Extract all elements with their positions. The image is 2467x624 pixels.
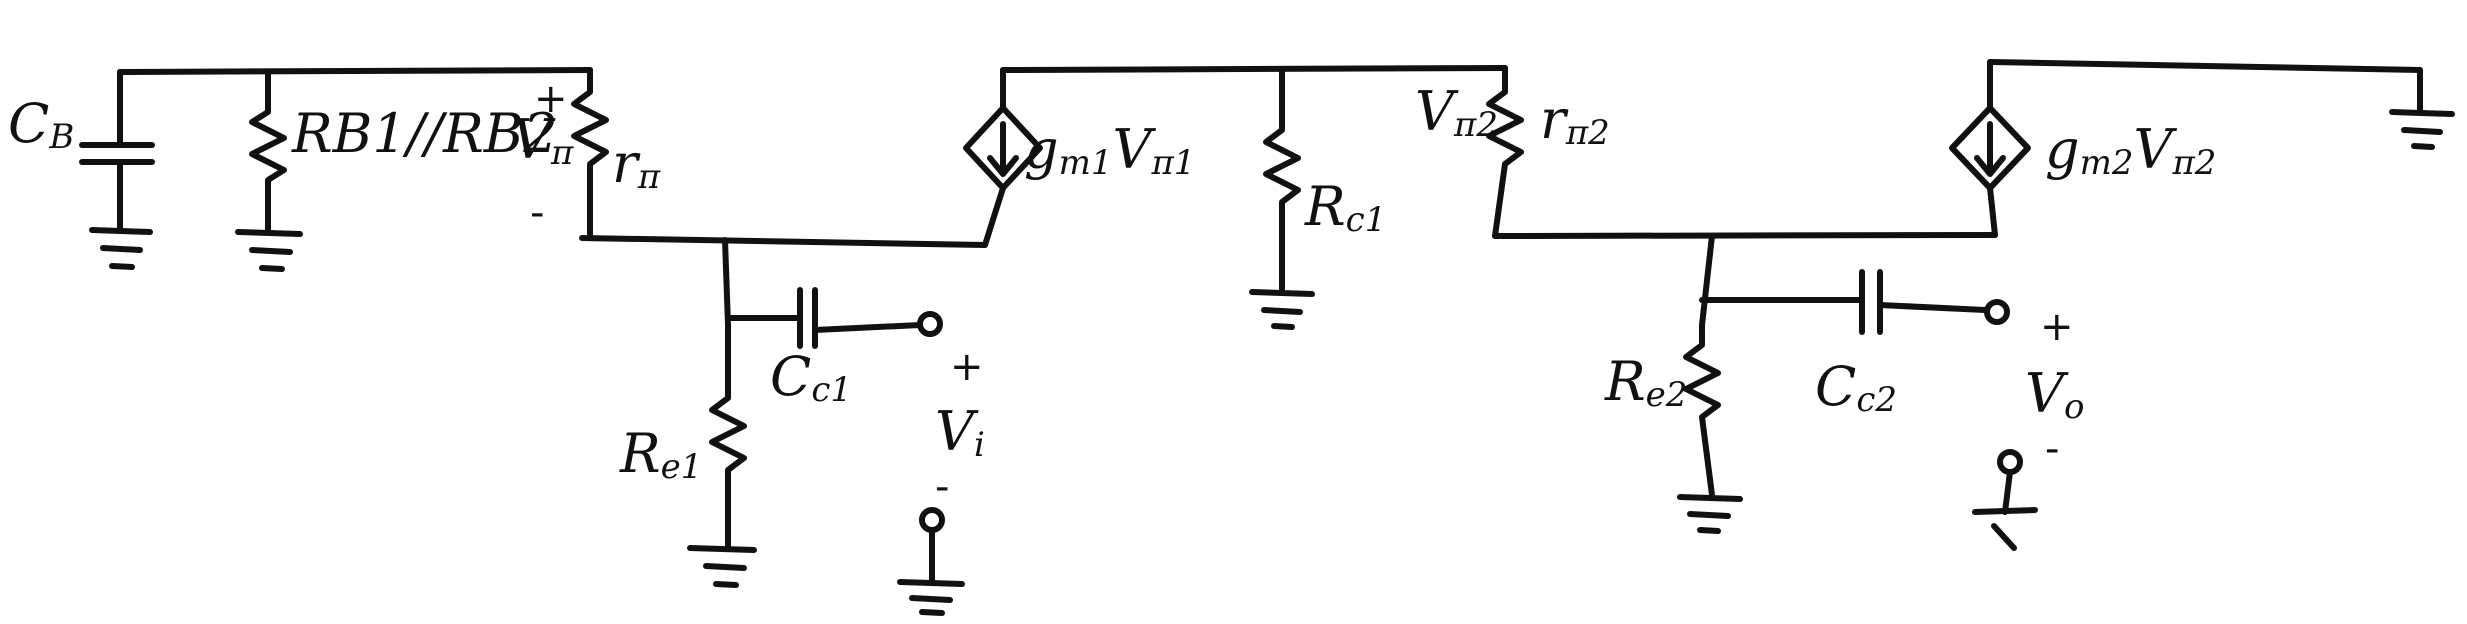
- label-re2: Re2: [1604, 350, 1687, 415]
- resistor-rpi2: Vπ2 rπ2: [1415, 65, 1610, 239]
- capacitor-cc2: Cc2: [1815, 269, 1897, 420]
- label-rpi1: rπ: [612, 132, 661, 197]
- ground-icon: [235, 229, 303, 272]
- input-terminal-vi: + Vi -: [897, 311, 985, 616]
- resistor-rc1: Rc1: [1249, 67, 1386, 330]
- capacitor-cb: CB: [8, 69, 155, 270]
- label-vo: Vo: [2025, 362, 2084, 427]
- label-gm1: gm1Vπ1: [1024, 118, 1195, 183]
- label-vpi2: Vπ2: [1415, 80, 1498, 145]
- dependent-current-source-2: gm2Vπ2: [1949, 59, 2216, 238]
- ground-icon: [2389, 109, 2455, 150]
- ground-icon: [1972, 507, 2038, 551]
- re2-branch-wire: [1699, 233, 1715, 328]
- ground-icon: [1677, 494, 1743, 534]
- capacitor-cc1: Cc1: [770, 287, 852, 410]
- vpi1-minus: -: [530, 190, 544, 236]
- resistor-rpi1: rπ Vπ + -: [512, 67, 661, 241]
- vi-minus: -: [935, 464, 949, 510]
- wires: [117, 59, 2423, 333]
- top-wire-output-stage: [1987, 59, 2423, 73]
- right-ground: [2389, 67, 2455, 150]
- terminal-icon: [1997, 449, 2023, 475]
- ground-icon: [687, 545, 757, 588]
- vo-minus: -: [2045, 426, 2059, 472]
- resistor-re1: Re1: [619, 322, 757, 588]
- label-cc1: Cc1: [770, 345, 852, 410]
- arrow-down-icon: [987, 121, 1019, 177]
- label-vi: Vi: [935, 400, 985, 465]
- dependent-current-source-1: gm1Vπ1: [963, 67, 1195, 248]
- terminal-icon: [1984, 299, 2010, 325]
- label-vpi1: Vπ: [512, 108, 574, 173]
- label-gm2: gm2Vπ2: [2045, 118, 2216, 183]
- emitter-node-wire-2: [1492, 232, 1998, 239]
- label-rpi2: rπ2: [1540, 88, 1610, 153]
- ground-icon: [897, 579, 965, 616]
- label-cc2: Cc2: [1815, 355, 1897, 420]
- label-rb: RB1//RB2: [291, 102, 558, 165]
- ground-icon: [1249, 289, 1315, 330]
- top-wire-middle: [1000, 65, 1508, 73]
- resistor-rb: RB1//RB2: [235, 69, 558, 272]
- label-re1: Re1: [619, 422, 702, 487]
- vo-plus: +: [2040, 304, 2074, 350]
- arrow-down-icon: [1974, 121, 2006, 177]
- label-rc1: Rc1: [1304, 175, 1386, 240]
- ground-icon: [89, 227, 153, 270]
- vpi1-plus: +: [534, 76, 568, 122]
- resistor-re2: Re2: [1604, 322, 1743, 534]
- emitter-node-wire-1: [579, 235, 988, 248]
- top-wire-input-stage: [117, 67, 593, 75]
- vi-plus: +: [950, 344, 984, 390]
- label-cb: CB: [8, 92, 74, 157]
- cc2-lead-right: [1877, 302, 1988, 313]
- re1-branch-wire: [722, 237, 731, 328]
- output-terminal-vo: + Vo -: [1972, 299, 2084, 551]
- cc1-lead-right: [812, 322, 923, 333]
- terminal-icon: [917, 311, 943, 337]
